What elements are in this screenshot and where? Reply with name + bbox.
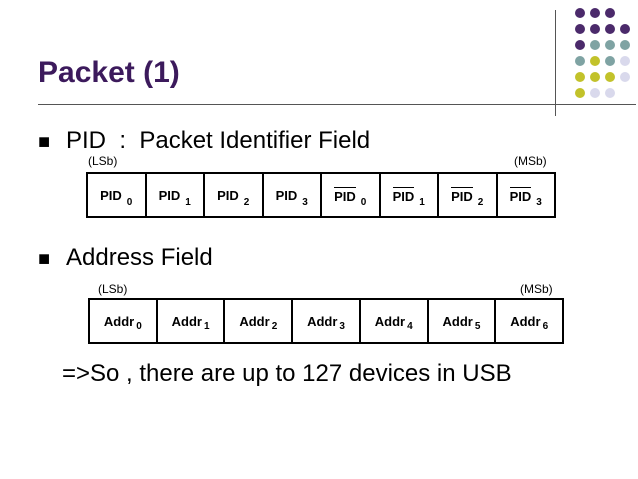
decorative-dot-grid [560,8,638,108]
addr-field-subscript: 0 [136,320,142,332]
addr-field-name: Addr [239,313,270,329]
addr-field-name: Addr [103,313,135,329]
pid-field-name: PID [275,187,298,203]
decorative-dot [590,88,600,98]
decorative-dot [575,88,585,98]
bullet-icon: ■ [38,131,51,153]
pid-field-subscript: 0 [360,196,367,208]
bullet-address-text: Address Field [66,244,213,271]
bullet-pid: ■ PID : Packet Identifier Field [38,127,370,155]
addr-field-name: Addr [442,313,473,329]
addr-field-name: Addr [510,313,541,329]
addr-field-subscript: 4 [407,320,413,332]
usb-device-note: =>So , there are up to 127 devices in US… [62,360,512,387]
pid-field-name: PID [334,186,356,204]
pid-field-name: PID [392,186,415,204]
pid-register: PID 0 PID 1 PID 2 PID 3 PID 0 PID 1 PID 2 PID 3 [86,172,556,218]
pid-field-5: PID 1 [381,174,439,216]
addr-field-subscript: 2 [271,320,278,332]
pid-field-name: PID [100,187,122,203]
pid-field-4: PID 0 [322,174,381,216]
pid-field-subscript: 2 [477,196,484,208]
pid-field-subscript: 1 [185,196,191,208]
bullet-address: ■ Address Field [38,244,213,272]
pid-field-name: PID [158,187,181,203]
decorative-dot [575,8,585,18]
bullet-pid-text: PID : Packet Identifier Field [66,127,371,154]
decorative-dot [605,88,615,98]
addr-field-subscript: 6 [542,320,549,332]
pid-field-name: PID [217,187,239,203]
decorative-dot [590,40,600,50]
decorative-dot [620,72,630,82]
pid-field-0: PID 0 [88,174,147,216]
pid-field-name: PID [509,186,532,204]
pid-field-subscript: 2 [243,196,250,208]
pid-field-name: PID [451,186,473,204]
decorative-dot [575,24,585,34]
pid-field-subscript: 3 [536,196,542,208]
title-vertical-rule [555,10,556,116]
addr-field-subscript: 5 [474,320,481,332]
addr-msb-label: (MSb) [520,282,553,296]
addr-field-name: Addr [374,313,406,329]
pid-field-1: PID 1 [147,174,205,216]
slide-title: Packet (1) [38,56,180,89]
pid-field-2: PID 2 [205,174,264,216]
bullet-icon: ■ [38,248,51,270]
decorative-dot [575,56,585,66]
decorative-dot [605,24,615,34]
decorative-dot [605,40,615,50]
decorative-dot [590,8,600,18]
pid-lsb-label: (LSb) [88,154,118,168]
addr-lsb-label: (LSb) [98,282,128,296]
pid-field-subscript: 3 [302,196,308,208]
decorative-dot [620,56,630,66]
decorative-dot [605,8,615,18]
pid-field-subscript: 0 [126,196,133,208]
pid-msb-label: (MSb) [514,154,547,168]
addr-field-subscript: 3 [339,320,345,332]
decorative-dot [590,24,600,34]
pid-field-subscript: 1 [419,196,425,208]
addr-field-name: Addr [171,313,202,329]
decorative-dot [590,72,600,82]
decorative-dot [605,56,615,66]
decorative-dot [575,72,585,82]
decorative-dot [590,56,600,66]
title-horizontal-rule [38,104,636,105]
pid-field-6: PID 2 [439,174,498,216]
pid-field-7: PID 3 [498,174,555,216]
decorative-dot [575,40,585,50]
addr-field-subscript: 1 [203,320,210,332]
decorative-dot [605,72,615,82]
decorative-dot [620,24,630,34]
decorative-dot [620,40,630,50]
addr-field-name: Addr [307,313,338,329]
pid-field-3: PID 3 [264,174,322,216]
